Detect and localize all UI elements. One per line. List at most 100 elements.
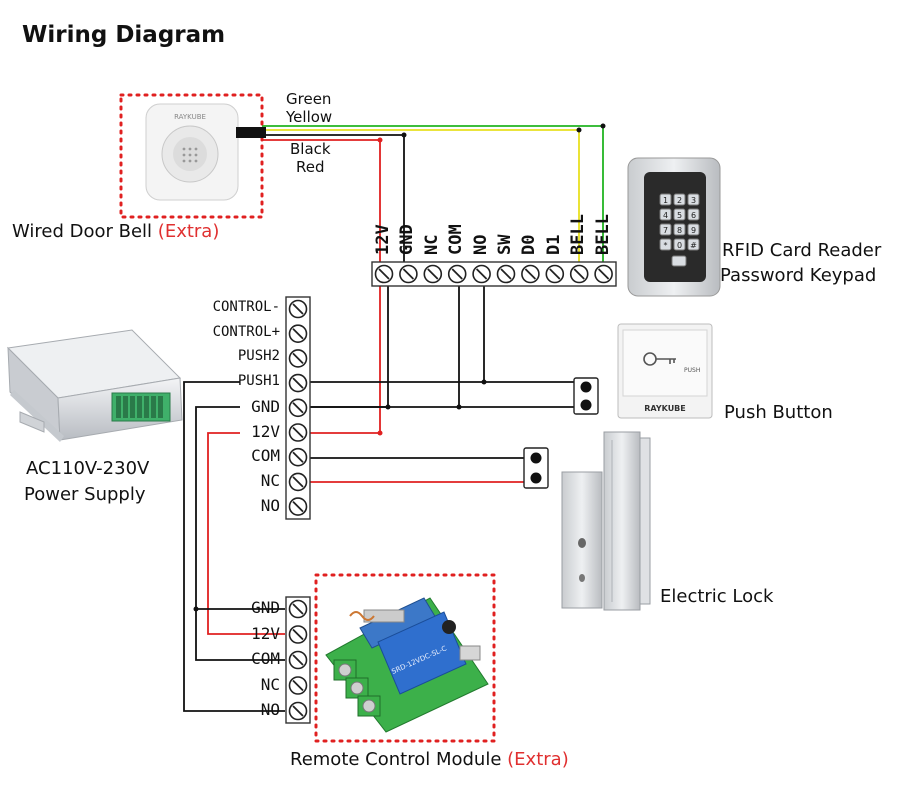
- controller-terminal-label: COM: [446, 224, 467, 255]
- keypad-key-label: *: [664, 241, 668, 250]
- power-supply-device: [6, 329, 183, 442]
- doorbell-brand: RAYKUBE: [174, 113, 206, 121]
- remote-screw-4-slot: [292, 705, 304, 717]
- psu-terminal-label: PUSH2: [237, 348, 280, 365]
- keypad-key: [687, 223, 700, 236]
- controller-terminal-label: D1: [543, 234, 564, 255]
- psu-screw-3-slot: [292, 377, 304, 389]
- controller-screw-2-slot: [427, 268, 439, 280]
- remote-terminal-label: NO: [260, 700, 280, 719]
- controller-screw-4-slot: [475, 268, 488, 280]
- controller-terminal-label: NC: [421, 234, 442, 255]
- wire-junctions: [193, 123, 606, 612]
- electric-lock-label: Electric Lock: [660, 586, 774, 607]
- wire-red-controller-12v: [310, 285, 381, 434]
- psu-terminal-label: CONTROL+: [212, 323, 280, 340]
- wire-label-green: Green: [286, 90, 332, 108]
- keypad-key: [659, 208, 672, 221]
- remote-terminal-label: COM: [251, 649, 280, 668]
- psu-terminal-label: COM: [251, 446, 280, 466]
- keypad-key: [687, 208, 700, 221]
- keypad-bell-key: [671, 255, 687, 267]
- psu-terminal-label: GND: [251, 396, 280, 416]
- doorbell-extra: (Extra): [157, 221, 220, 242]
- keypad-key-label: 1: [663, 196, 668, 205]
- remote-module-device: SRD-12VDC-SL-C: [314, 573, 496, 743]
- keypad-key-label: 9: [691, 226, 696, 235]
- psu-screw-6-slot: [292, 451, 304, 463]
- keypad-key: [673, 223, 686, 236]
- remote-screw-0-slot: [292, 603, 304, 615]
- psu-terminal-label: 12V: [251, 421, 280, 441]
- psu-label-line2: Power Supply: [24, 484, 146, 505]
- electric-lock-device: [523, 431, 651, 611]
- wire-12v-to-remote: [207, 432, 285, 635]
- keypad-key: [673, 238, 686, 251]
- remote-terminal-label: 12V: [251, 623, 280, 643]
- wire-gnd-to-remote-com: [195, 406, 285, 661]
- keypad-key-label: 6: [691, 211, 696, 220]
- keypad-key-label: 8: [677, 226, 682, 235]
- wire-label-black: Black: [290, 140, 331, 158]
- push-button-label: Push Button: [724, 402, 833, 423]
- keypad-key: [659, 223, 672, 236]
- keypad-key-label: 0: [677, 241, 682, 250]
- psu-screw-7-slot: [292, 476, 304, 488]
- rfid-label-line2: Password Keypad: [720, 265, 877, 286]
- controller-screw-6-slot: [524, 268, 537, 280]
- remote-module-extra: (Extra): [507, 749, 569, 770]
- rfid-label-line1: RFID Card Reader: [722, 240, 882, 261]
- doorbell-device: RAYKUBE: [119, 93, 266, 219]
- remote-screw-2-slot: [292, 654, 304, 666]
- psu-screw-4-slot: [292, 402, 304, 414]
- keypad-key: [673, 208, 686, 221]
- controller-terminal-label: 12V: [373, 224, 393, 255]
- psu-screw-1-slot: [292, 328, 304, 340]
- keypad-key-label: 5: [677, 211, 682, 220]
- controller-terminal-label: BELL: [568, 214, 589, 255]
- wire-label-red: Red: [296, 158, 325, 176]
- remote-screw-1-slot: [292, 628, 304, 641]
- keypad-key-label: 4: [663, 211, 668, 220]
- keypad-key-label: 3: [691, 196, 696, 205]
- keypad-key: [687, 238, 700, 251]
- remote-module-label-text: Remote Control Module: [290, 749, 502, 770]
- controller-terminal-label: SW: [495, 234, 515, 255]
- controller-screw-1-slot: [402, 268, 415, 280]
- controller-screw-9-slot: [597, 268, 610, 280]
- keypad-key-label: 2: [677, 196, 682, 205]
- push-button-device: PUSH RAYKUBE: [573, 323, 713, 419]
- remote-screw-3-slot: [292, 679, 304, 692]
- controller-screw-0-slot: [378, 268, 390, 280]
- psu-screw-5-slot: [292, 426, 304, 439]
- remote-terminal-label: NC: [260, 674, 280, 694]
- keypad-key: [659, 238, 672, 251]
- psu-screw-2-slot: [292, 352, 304, 365]
- wire-push1-to-remote-no: [183, 381, 285, 712]
- wire-black-controller-gnd: [310, 285, 389, 408]
- keypad-key: [687, 193, 700, 206]
- push-button-text: PUSH: [684, 367, 700, 374]
- psu-screw-0-slot: [292, 303, 304, 315]
- controller-terminal-label: NO: [470, 234, 491, 255]
- push-button-brand: RAYKUBE: [644, 404, 686, 413]
- psu-terminal-label: PUSH1: [237, 373, 280, 390]
- controller-screw-8-slot: [573, 268, 585, 280]
- controller-screw-7-slot: [549, 268, 561, 280]
- controller-screw-5-slot: [500, 268, 512, 280]
- wire-label-yellow: Yellow: [286, 108, 333, 126]
- psu-terminal-label: NO: [260, 495, 280, 515]
- keypad-key-label: #: [690, 241, 697, 250]
- psu-label-line1: AC110V-230V: [26, 458, 150, 479]
- controller-terminal-label: D0: [519, 234, 540, 255]
- keypad-key: [659, 193, 672, 206]
- controller-terminal-label: GND: [397, 224, 418, 255]
- controller-terminal-label: BELL: [592, 214, 613, 255]
- psu-terminal-label: NC: [260, 470, 280, 490]
- controller-terminal-block: [371, 261, 617, 287]
- keypad-key-label: 7: [663, 226, 668, 235]
- page-title: Wiring Diagram: [22, 22, 226, 48]
